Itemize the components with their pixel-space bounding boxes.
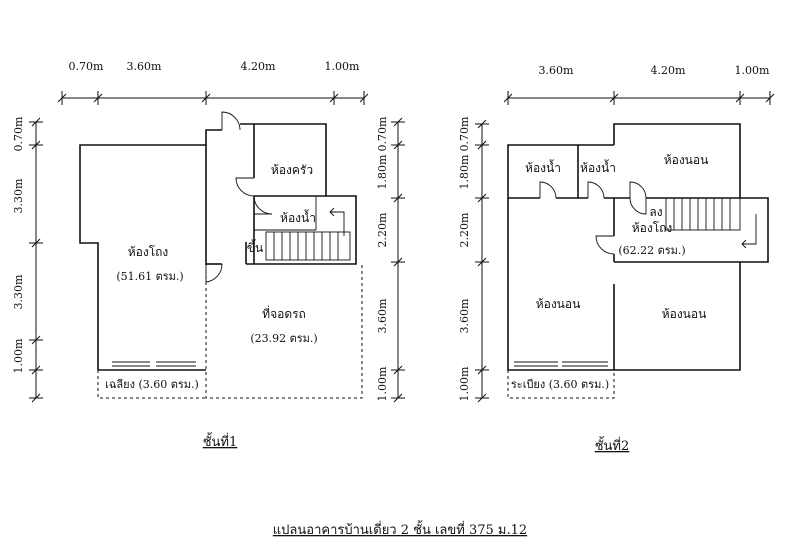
floor1-dim-top-1: 0.70m bbox=[69, 60, 104, 73]
floor2-balcony-label: ระเบียง (3.60 ตรม.) bbox=[511, 378, 609, 391]
floor1-garage-label: ที่จอดรถ bbox=[262, 305, 306, 321]
floor1-dim-left-2: 3.30m bbox=[12, 178, 25, 213]
floor2-dim-left-1: 0.70m bbox=[458, 116, 471, 151]
floor2-bathroom1-label: ห้องน้ำ bbox=[525, 159, 561, 175]
floor1-living-room-area: (51.61 ตรม.) bbox=[116, 270, 183, 283]
floor1-dim-right-2: 1.80m bbox=[376, 154, 389, 189]
floor1-porch-label: เฉลียง (3.60 ตรม.) bbox=[105, 378, 199, 391]
floor2-dim-left-2: 1.80m bbox=[458, 154, 471, 189]
floor1-dim-right-4: 3.60m bbox=[376, 298, 389, 333]
floor1-caption: ชั้นที่1 bbox=[203, 432, 238, 450]
floor2-left-dimension-line bbox=[475, 119, 489, 403]
floor1-stairs bbox=[265, 207, 351, 261]
floor1-dim-top-2: 3.60m bbox=[127, 60, 162, 73]
floor1-plan: 0.70m 3.60m 4.20m 1.00m 0.70m 3.30m 3.30… bbox=[12, 60, 405, 450]
floor2-dim-left-5: 1.00m bbox=[458, 366, 471, 401]
floor2-caption: ชั้นที่2 bbox=[595, 436, 630, 454]
floor2-dim-top-2: 4.20m bbox=[651, 64, 686, 77]
floor1-dim-top-3: 4.20m bbox=[241, 60, 276, 73]
floor2-top-dimension-line bbox=[503, 91, 775, 105]
floor1-walls bbox=[79, 123, 363, 399]
floor2-dim-left-4: 3.60m bbox=[458, 298, 471, 333]
floor1-kitchen-label: ห้องครัว bbox=[271, 163, 313, 177]
floor1-dim-left-1: 0.70m bbox=[12, 116, 25, 151]
floor1-dim-right-5: 1.00m bbox=[376, 366, 389, 401]
floor1-dim-top-4: 1.00m bbox=[325, 60, 360, 73]
floor2-stairs bbox=[665, 197, 757, 249]
floor1-left-dimension-line bbox=[29, 117, 43, 403]
floor2-hall-label: ห้องโถง bbox=[632, 221, 673, 235]
plan-title: แปลนอาคารบ้านเดี่ยว 2 ชั้น เลขที่ 375 ม.… bbox=[273, 520, 527, 538]
floor2-dim-left-3: 2.20m bbox=[458, 212, 471, 247]
floor1-dim-right-1: 0.70m bbox=[376, 116, 389, 151]
floor1-garage-area: (23.92 ตรม.) bbox=[250, 332, 317, 345]
floor1-sliding-doors bbox=[112, 361, 196, 367]
floor2-plan: 3.60m 4.20m 1.00m 0.70m 1.80m 2.20m 3.60… bbox=[458, 64, 775, 454]
floor2-bedroom2-label: ห้องนอน bbox=[536, 297, 581, 311]
floor1-dim-left-4: 1.00m bbox=[12, 338, 25, 373]
floor2-dim-top-1: 3.60m bbox=[539, 64, 574, 77]
floor2-bedroom3-label: ห้องนอน bbox=[662, 307, 707, 321]
floor1-dim-left-3: 3.30m bbox=[12, 274, 25, 309]
floor2-hall-area: (62.22 ตรม.) bbox=[618, 244, 685, 257]
floor1-doors bbox=[205, 111, 273, 283]
floor1-bathroom-label: ห้องน้ำ bbox=[280, 209, 316, 225]
floor2-bathroom2-label: ห้องน้ำ bbox=[580, 159, 616, 175]
floor2-bedroom1-label: ห้องนอน bbox=[664, 153, 709, 167]
floor1-stairs-up-label: ขึ้น bbox=[247, 239, 263, 255]
floor2-dim-top-3: 1.00m bbox=[735, 64, 770, 77]
floor1-dim-right-3: 2.20m bbox=[376, 212, 389, 247]
floor2-doors bbox=[539, 181, 647, 255]
floor1-right-dimension-line bbox=[391, 117, 405, 403]
floor1-living-room-label: ห้องโถง bbox=[128, 245, 169, 259]
floor1-top-dimension-line bbox=[57, 91, 369, 105]
floor2-stairs-down-label: ลง bbox=[649, 205, 662, 219]
floor2-sliding-doors bbox=[514, 361, 608, 367]
